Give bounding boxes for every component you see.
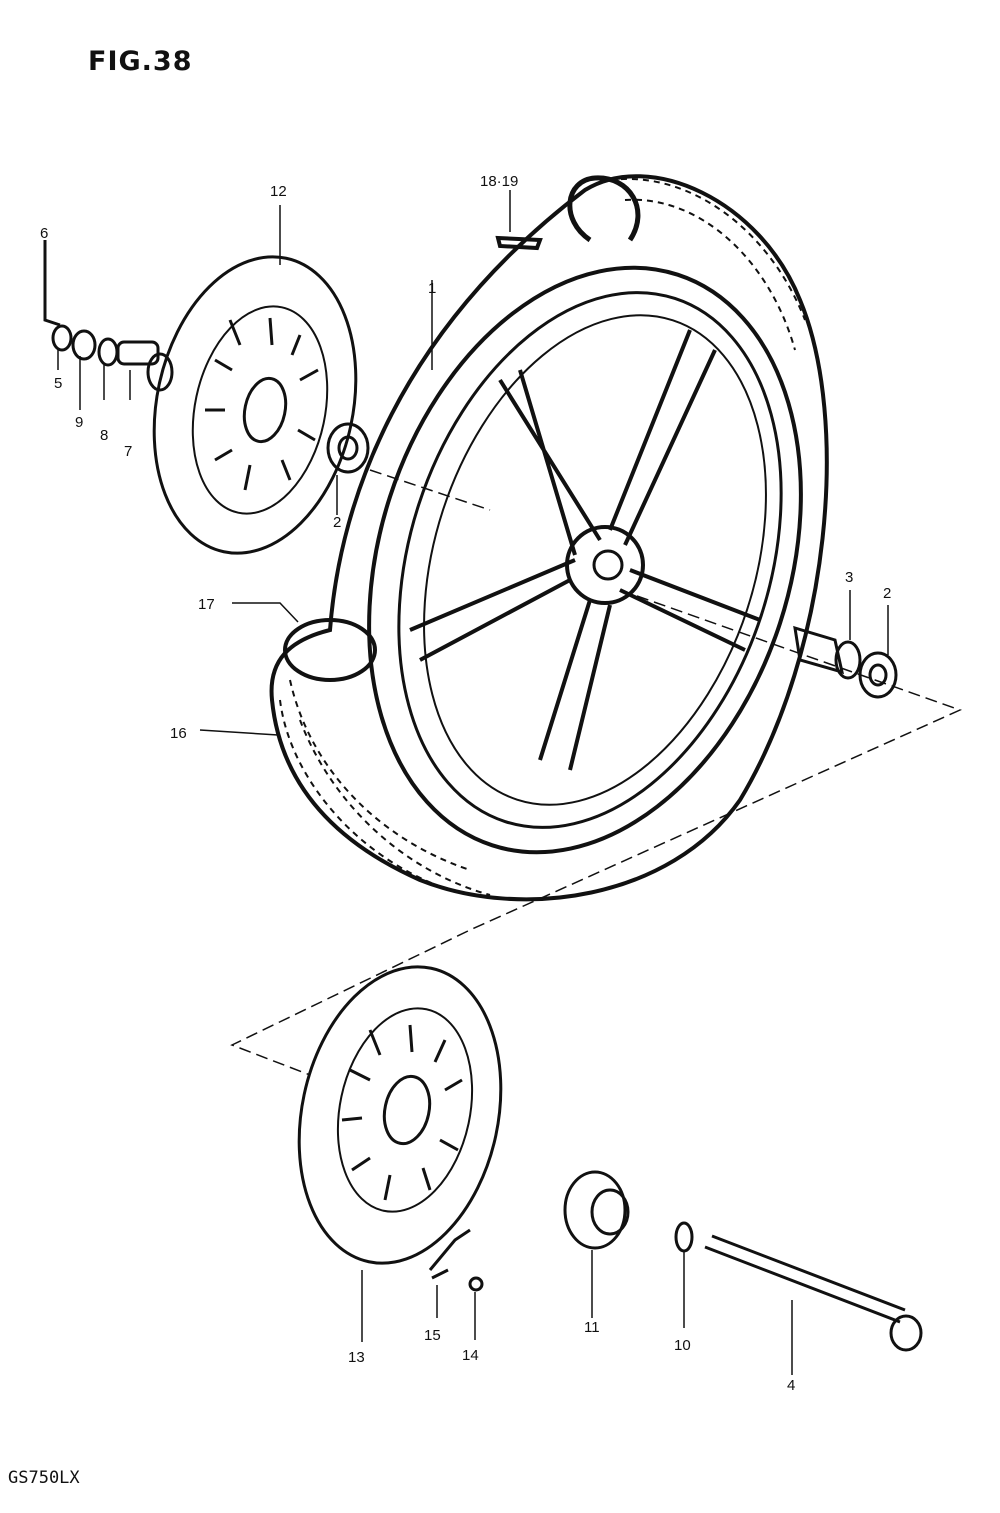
brake-disc-right — [297, 965, 503, 1265]
leader-lines — [57, 190, 889, 1375]
axle-centerline — [230, 469, 963, 1076]
spacer-8 — [97, 337, 119, 367]
tire-outline — [269, 174, 829, 902]
wheel-spokes — [409, 329, 761, 771]
disc-bolts — [428, 1228, 484, 1292]
washer-10 — [674, 1221, 694, 1253]
callout-4: 4 — [787, 1377, 795, 1394]
callout-1: 1 — [428, 280, 436, 297]
hub-cover-11 — [563, 1170, 630, 1250]
callout-15: 15 — [424, 1327, 441, 1344]
model-code: GS750LX — [8, 1468, 80, 1488]
tire-tread — [279, 177, 806, 896]
callout-8: 8 — [100, 427, 108, 444]
left-hardware — [43, 240, 174, 392]
rim-outer — [367, 265, 803, 855]
front-wheel — [230, 174, 963, 1076]
brake-disc-left — [152, 255, 358, 555]
rim-band — [283, 618, 377, 682]
bearing-right — [858, 651, 898, 699]
callout-10: 10 — [674, 1337, 691, 1354]
wheel-hub — [565, 525, 645, 605]
callout-14: 14 — [462, 1347, 479, 1364]
callout-9: 9 — [75, 414, 83, 431]
callout-labels: 1 2 2 3 4 5 6 7 8 9 10 11 12 13 14 15 16… — [40, 173, 891, 1394]
tube-valve-loop — [567, 175, 641, 243]
callout-2-left: 2 — [333, 514, 341, 531]
callout-2-right: 2 — [883, 585, 891, 602]
callout-16: 16 — [170, 725, 187, 742]
washer-9 — [71, 329, 97, 361]
right-axle-spacer — [793, 625, 898, 699]
lock-washer-15 — [428, 1228, 471, 1280]
callout-13: 13 — [348, 1349, 365, 1366]
hub-bore — [592, 549, 624, 581]
callout-17: 17 — [198, 596, 215, 613]
balance-weight — [495, 235, 543, 251]
bolt-14 — [468, 1276, 484, 1292]
bolt-6 — [43, 240, 61, 327]
callout-7: 7 — [124, 443, 132, 460]
washer-5 — [51, 324, 73, 352]
callout-6: 6 — [40, 225, 48, 242]
callout-5: 5 — [54, 375, 62, 392]
figure-title: FIG.38 — [88, 46, 193, 77]
seal-7 — [146, 352, 174, 392]
rim-inner — [397, 291, 783, 829]
callout-11: 11 — [584, 1319, 600, 1336]
axle-4 — [704, 1234, 923, 1352]
callout-12: 12 — [270, 183, 287, 200]
rim-lip — [423, 314, 767, 806]
bearing-left — [326, 422, 370, 474]
callout-3: 3 — [845, 569, 853, 586]
callout-18-19: 18·19 — [480, 173, 518, 190]
